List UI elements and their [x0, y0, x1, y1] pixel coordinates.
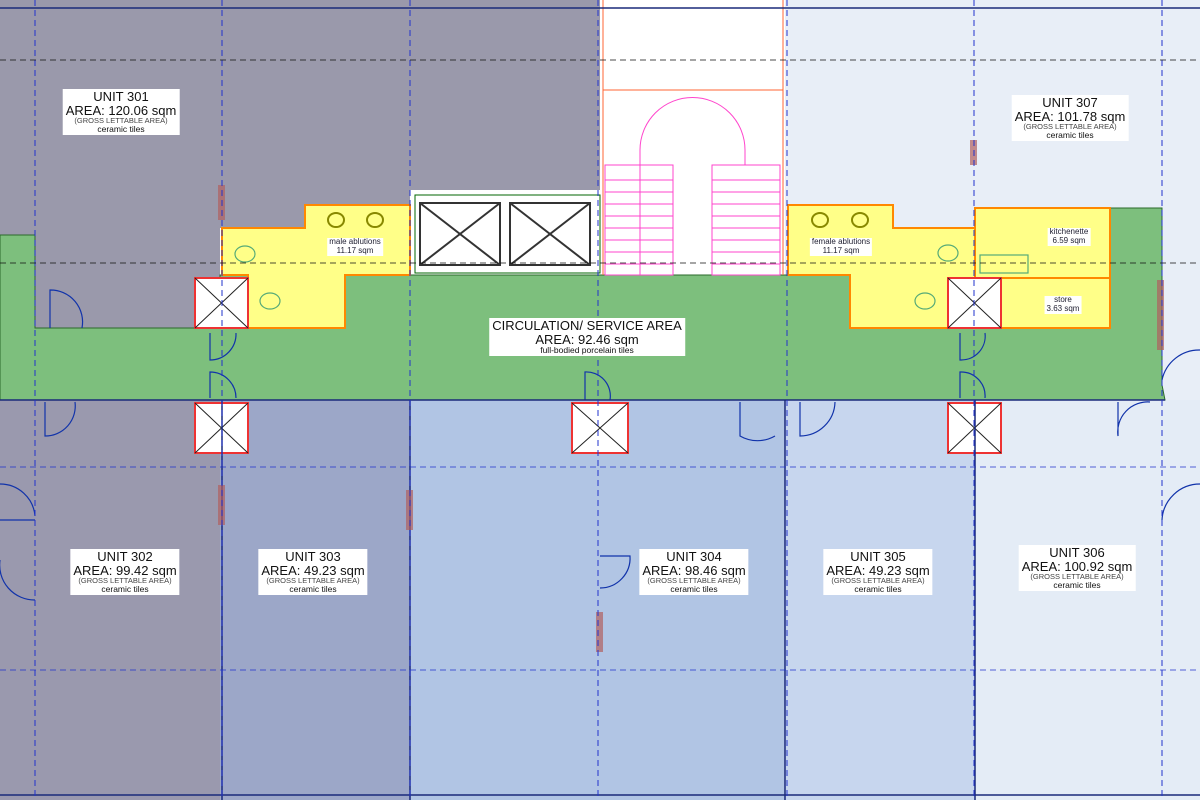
room-name: kitchenette [1049, 227, 1089, 236]
unit-gla: (GROSS LETTABLE AREA) [831, 576, 925, 586]
unit-307-label: UNIT 307 AREA: 101.78 sqm (GROSS LETTABL… [1011, 95, 1129, 142]
structural-grid [34, 0, 1163, 800]
unit-303-label: UNIT 303 AREA: 49.23 sqm (GROSS LETTABLE… [258, 549, 368, 596]
unit-finish: ceramic tiles [854, 584, 902, 595]
unit-title: UNIT 301 [93, 89, 149, 104]
unit-finish: ceramic tiles [101, 584, 149, 595]
unit-title: UNIT 302 [97, 549, 153, 564]
stair-walls [602, 0, 784, 275]
unit-gla: (GROSS LETTABLE AREA) [647, 576, 741, 586]
unit-title: UNIT 304 [666, 549, 722, 564]
toilet-icons [234, 244, 1029, 310]
grid-horizontal [0, 59, 1200, 264]
circulation-finish: full-bodied porcelain tiles [540, 345, 634, 356]
unit-303-fill[interactable] [220, 400, 410, 800]
unit-gla: (GROSS LETTABLE AREA) [78, 576, 172, 586]
room-name: store [1054, 295, 1072, 304]
unit-area: AREA: 49.23 sqm [261, 562, 365, 578]
staircase [604, 97, 781, 276]
unit-title: UNIT 303 [285, 549, 341, 564]
unit-area: AREA: 98.46 sqm [642, 562, 746, 578]
room-area: 11.17 sqm [336, 245, 374, 255]
unit-gla: (GROSS LETTABLE AREA) [74, 116, 168, 126]
circulation-title: CIRCULATION/ SERVICE AREA [492, 318, 682, 333]
grid-horizontal-lower [0, 466, 1200, 671]
male-ablutions-label: male ablutions 11.17 sqm [327, 237, 383, 256]
unit-title: UNIT 305 [850, 549, 906, 564]
unit-finish: ceramic tiles [97, 124, 145, 135]
unit-306-label: UNIT 306 AREA: 100.92 sqm (GROSS LETTABL… [1018, 545, 1136, 592]
room-name: male ablutions [329, 237, 381, 246]
room-name: female ablutions [811, 237, 871, 246]
unit-title: UNIT 307 [1042, 95, 1098, 110]
door-swings [0, 289, 1200, 601]
male-ablutions-fill[interactable] [221, 204, 411, 329]
unit-302-label: UNIT 302 AREA: 99.42 sqm (GROSS LETTABLE… [70, 549, 180, 596]
unit-301-fill[interactable] [0, 0, 600, 328]
female-ablutions-label: female ablutions 11.17 sqm [809, 237, 873, 256]
unit-finish: ceramic tiles [1053, 580, 1101, 591]
unit-area: AREA: 99.42 sqm [73, 562, 177, 578]
stair-core [600, 0, 785, 275]
unit-finish: ceramic tiles [289, 584, 337, 595]
unit-area: AREA: 100.92 sqm [1021, 558, 1133, 574]
unit-area: AREA: 120.06 sqm [65, 102, 177, 118]
room-area: 6.59 sqm [1052, 235, 1086, 245]
unit-gla: (GROSS LETTABLE AREA) [1030, 572, 1124, 582]
unit-305-fill[interactable] [785, 400, 975, 800]
unit-301-label: UNIT 301 AREA: 120.06 sqm (GROSS LETTABL… [62, 89, 180, 136]
kitchenette-label: kitchenette 6.59 sqm [1047, 227, 1091, 246]
room-area: 3.63 sqm [1046, 303, 1080, 313]
unit-finish: ceramic tiles [670, 584, 718, 595]
unit-area: AREA: 49.23 sqm [826, 562, 930, 578]
unit-finish: ceramic tiles [1046, 130, 1094, 141]
unit-306-fill[interactable] [975, 400, 1200, 800]
unit-305-label: UNIT 305 AREA: 49.23 sqm (GROSS LETTABLE… [823, 549, 933, 596]
unit-gla: (GROSS LETTABLE AREA) [1023, 122, 1117, 132]
unit-title: UNIT 306 [1049, 545, 1105, 560]
circulation-label: CIRCULATION/ SERVICE AREA AREA: 92.46 sq… [489, 318, 685, 357]
unit-area: AREA: 101.78 sqm [1014, 108, 1126, 124]
store-label: store 3.63 sqm [1044, 295, 1082, 314]
room-area: 11.17 sqm [822, 245, 860, 255]
circulation-area: AREA: 92.46 sqm [535, 331, 639, 347]
basin-icons [327, 212, 869, 228]
unit-gla: (GROSS LETTABLE AREA) [266, 576, 360, 586]
unit-304-label: UNIT 304 AREA: 98.46 sqm (GROSS LETTABLE… [639, 549, 749, 596]
elevator-shafts [414, 194, 601, 274]
